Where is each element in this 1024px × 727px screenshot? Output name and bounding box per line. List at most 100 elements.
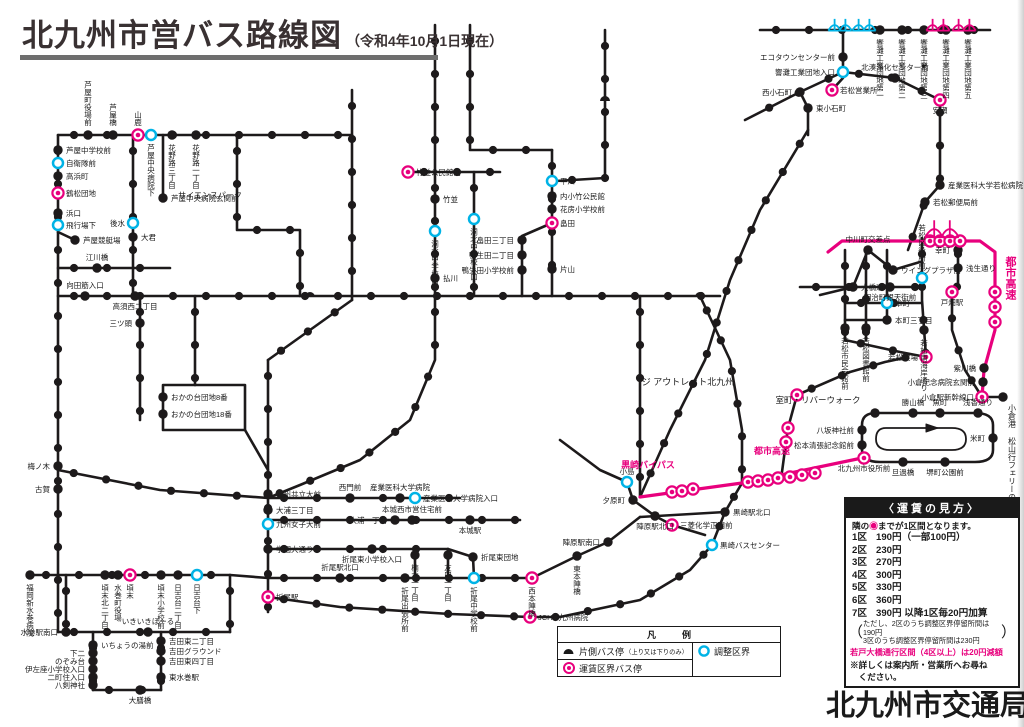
stop-label: いきいきほーる — [122, 617, 175, 626]
bus-stop — [263, 371, 273, 381]
bus-stop — [263, 489, 273, 499]
stop-label: 大浦一丁目 — [350, 515, 388, 525]
stop-label: JCHO九州病院 — [538, 612, 589, 622]
stop-label: 芦屋競艇場 — [83, 235, 121, 245]
bus-stop — [875, 25, 885, 35]
bus-stop — [201, 291, 211, 301]
adjust-boundary — [620, 475, 634, 489]
bus-stop — [156, 636, 166, 646]
bus-stop — [232, 179, 242, 189]
stop-label: 西本陣橋 — [527, 587, 536, 619]
stop-label: 伊左座小学校入口 — [25, 664, 85, 674]
bus-stop — [234, 291, 244, 301]
bus-stop — [70, 235, 80, 245]
bus-stop — [102, 627, 112, 637]
bus-stop — [135, 340, 145, 350]
bus-stop — [510, 573, 520, 583]
bus-stop — [430, 102, 440, 112]
bus-stop — [347, 167, 357, 177]
stop-label: 若松図書館前 — [861, 336, 870, 384]
map-area-label: 都市高速 — [1004, 255, 1018, 301]
fare-boundary-stop-dot — [992, 319, 998, 325]
stop-label: 水巻駅南口 — [21, 627, 59, 637]
bus-stop — [635, 307, 645, 317]
fare-boundary-stop-dot — [861, 455, 867, 461]
bus-stop — [232, 212, 242, 222]
route-line — [698, 294, 744, 485]
fare-boundary-stop-dot — [529, 575, 535, 581]
bus-stop — [674, 409, 683, 418]
stop-label: 本城西市営住宅前 — [382, 504, 442, 514]
bus-stop — [190, 307, 200, 317]
bus-stop — [391, 427, 400, 436]
bus-stop — [295, 248, 305, 258]
bus-stop — [158, 392, 168, 402]
bus-stop — [603, 537, 613, 547]
bus-stop — [135, 685, 145, 695]
stop-label: 小倉記念病院玄関前 — [908, 377, 976, 387]
stop-label: 折尾駅 — [276, 592, 299, 602]
bus-stop — [102, 291, 112, 301]
bus-stop — [53, 608, 63, 618]
bus-stop — [430, 36, 440, 46]
stop-label: 花野路一丁目 — [191, 143, 200, 191]
fare-boundary-stop-dot — [794, 392, 800, 398]
stop-label: ウイングプラザ前 — [901, 265, 961, 275]
fare-guide-title: 〈運賃の見方〉 — [846, 499, 1018, 518]
bus-stop — [430, 249, 440, 259]
bus-stop — [279, 515, 289, 525]
fare-boundary-stop-dot — [923, 354, 929, 360]
bus-stop — [225, 619, 235, 629]
bus-stop — [400, 573, 410, 583]
legend-header: 凡例 — [558, 627, 780, 643]
bus-stop — [908, 232, 917, 241]
bus-stop — [101, 475, 111, 484]
fare-boundary-stop-dot — [690, 486, 696, 492]
bus-stop — [564, 291, 574, 301]
fare-boundary-stop-icon — [561, 661, 576, 675]
bus-stop — [53, 171, 63, 181]
stop-label: 向田筋入口 — [66, 280, 104, 290]
bus-stop — [465, 36, 475, 46]
bus-stop — [345, 603, 354, 612]
bus-stop — [452, 167, 462, 177]
fare-boundary-stop-dot — [783, 439, 789, 445]
stop-label: 洞北中学校前 — [430, 240, 439, 286]
bus-stop — [158, 193, 168, 203]
bus-stop — [857, 440, 867, 450]
stop-label: いちょうの湯前 — [101, 640, 154, 650]
bus-stop — [156, 672, 166, 682]
stop-label: 勝山橋 — [902, 397, 925, 407]
stop-label: 米町 — [970, 433, 985, 443]
bus-stop — [276, 346, 286, 355]
bus-stop — [53, 179, 63, 189]
stop-label: 旦過橋 — [892, 467, 915, 477]
bus-stop — [469, 183, 479, 193]
bus-stop — [919, 325, 929, 335]
route-line — [56, 468, 270, 500]
bus-stop — [345, 544, 355, 554]
bus-stop — [547, 191, 557, 201]
bus-stop — [795, 87, 805, 97]
fare-boundary-stop-dot — [775, 475, 781, 481]
bus-stop — [908, 408, 918, 418]
bus-stop — [303, 327, 312, 336]
bus-stop — [430, 282, 440, 292]
stop-label: 古賀 — [35, 484, 50, 494]
stop-label: 水巻町役場 — [113, 583, 122, 623]
stop-label: 魚町 — [933, 397, 948, 407]
bus-stop — [367, 544, 377, 554]
pink-bridge-icon — [951, 18, 977, 32]
bus-stop — [335, 573, 345, 583]
stop-label: 本町 — [895, 298, 910, 308]
bus-stop — [300, 130, 310, 140]
bus-stop — [168, 291, 178, 301]
stop-label: 本町三丁目 — [895, 315, 933, 325]
bus-stop — [430, 194, 440, 204]
stop-label: 陣原駅北口 — [636, 521, 674, 531]
legend-item-oneside: 片側バス停 （上り又は下りのみ） — [558, 643, 693, 659]
fare-boundary-stop-dot — [679, 488, 685, 494]
bus-stop — [345, 573, 355, 583]
bus-stop — [263, 544, 273, 554]
